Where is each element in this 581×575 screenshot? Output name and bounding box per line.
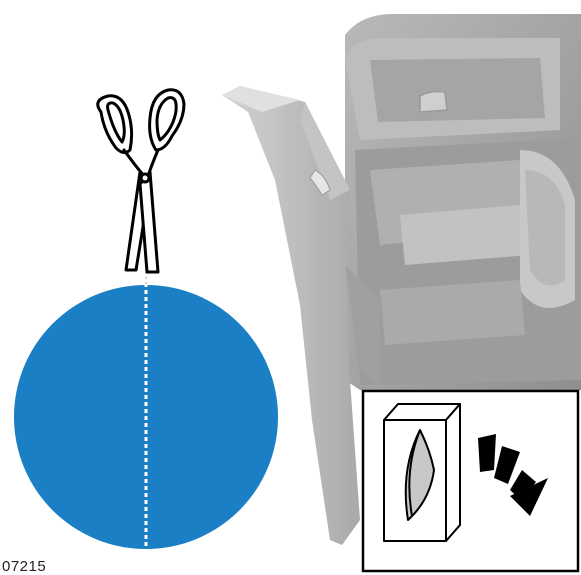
inset-panel <box>363 391 578 571</box>
figure-code: 07215 <box>2 558 46 575</box>
scissors-icon <box>98 90 184 272</box>
paper-stack-icon <box>384 404 460 541</box>
printer-body-icon <box>345 14 581 390</box>
